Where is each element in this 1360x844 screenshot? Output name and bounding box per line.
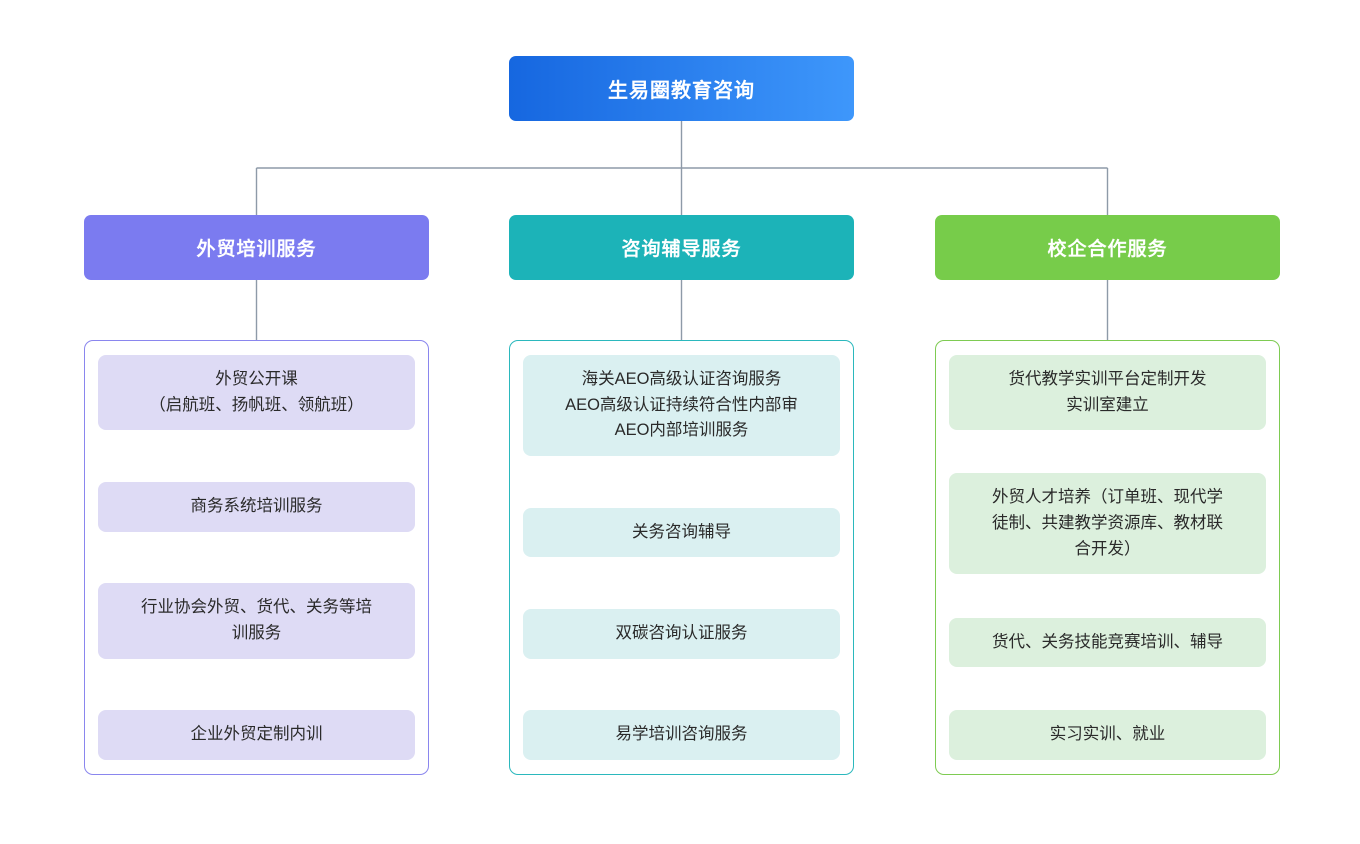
service-card-text: 海关AEO高级认证咨询服务 AEO高级认证持续符合性内部审 AEO内部培训服务	[537, 367, 826, 444]
service-card-text: 行业协会外贸、货代、关务等培训服务	[112, 595, 401, 646]
service-card[interactable]: 易学培训咨询服务	[523, 710, 840, 760]
service-card[interactable]: 行业协会外贸、货代、关务等培训服务	[98, 583, 415, 659]
service-card-line: 易学培训咨询服务	[615, 725, 748, 744]
service-card-line: 训服务	[231, 624, 282, 642]
service-card-line: 双碳咨询认证服务	[615, 624, 748, 642]
service-card-line: 关务咨询辅导	[632, 522, 731, 541]
branch-header-consulting-tutoring[interactable]: 咨询辅导服务	[509, 215, 854, 280]
branch-column-foreign-trade-training: 外贸培训服务外贸公开课 （启航班、扬帆班、领航班） 商务系统培训服务行业协会外贸、货…	[84, 215, 429, 775]
branch-body-foreign-trade-training: 外贸公开课 （启航班、扬帆班、领航班） 商务系统培训服务行业协会外贸、货代、关务等培…	[84, 340, 429, 775]
service-card-text: 实习实训、就业	[963, 722, 1252, 748]
service-card-line: 行业协会外贸、货代、关务等培	[141, 598, 372, 617]
service-card-text: 货代、关务技能竞赛培训、辅导	[963, 630, 1252, 656]
branch-column-school-enterprise-cooperation: 校企合作服务货代教学实训平台定制开发实训室建立外贸人才培养（订单班、现代学徒制、…	[935, 215, 1280, 775]
service-card-line: AEO高级认证持续符合性内部审	[565, 395, 798, 414]
service-card-line: （启航班、扬帆班、领航班）	[149, 395, 364, 414]
service-card-text: 外贸公开课 （启航班、扬帆班、领航班）	[112, 367, 401, 418]
service-card-line: 货代、关务技能竞赛培训、辅导	[992, 632, 1223, 651]
service-card[interactable]: 关务咨询辅导	[523, 507, 840, 558]
root-node[interactable]: 生易圈教育咨询	[509, 56, 854, 121]
service-card-line: 徒制、共建教学资源库、教材联	[992, 514, 1223, 533]
service-card-text: 双碳咨询认证服务	[537, 621, 826, 647]
branch-header-label: 外贸培训服务	[196, 239, 317, 260]
service-card-line: 外贸人才培养（订单班、现代学	[992, 488, 1223, 507]
service-card-line: 实习实训、就业	[1049, 725, 1166, 744]
service-card[interactable]: 商务系统培训服务	[98, 482, 415, 532]
service-card[interactable]: 双碳咨询认证服务	[523, 609, 840, 659]
service-card-text: 易学培训咨询服务	[537, 722, 826, 748]
branch-header-label: 咨询辅导服务	[621, 239, 742, 260]
service-card-text: 关务咨询辅导	[537, 520, 826, 546]
service-card-line: 货代教学实训平台定制开发	[1008, 370, 1207, 388]
service-card-line: AEO内部培训服务	[614, 421, 749, 440]
service-card[interactable]: 外贸人才培养（订单班、现代学徒制、共建教学资源库、教材联合开发）	[949, 473, 1266, 575]
service-card-text: 商务系统培训服务	[112, 494, 401, 520]
service-card[interactable]: 货代、关务技能竞赛培训、辅导	[949, 617, 1266, 668]
service-card[interactable]: 企业外贸定制内训	[98, 710, 415, 760]
service-card[interactable]: 实习实训、就业	[949, 710, 1266, 760]
service-card-line: 商务系统培训服务	[190, 497, 323, 515]
root-node-label: 生易圈教育咨询	[608, 80, 755, 102]
branch-header-school-enterprise-cooperation[interactable]: 校企合作服务	[935, 215, 1280, 280]
service-card-line: 实训室建立	[1066, 395, 1149, 414]
branch-body-consulting-tutoring: 海关AEO高级认证咨询服务 AEO高级认证持续符合性内部审 AEO内部培训服务关务咨…	[509, 340, 854, 775]
service-card-line: 外贸公开课	[215, 370, 298, 388]
service-card-line: 企业外贸定制内训	[190, 725, 323, 744]
service-card[interactable]: 海关AEO高级认证咨询服务 AEO高级认证持续符合性内部审 AEO内部培训服务	[523, 355, 840, 456]
branch-body-school-enterprise-cooperation: 货代教学实训平台定制开发实训室建立外贸人才培养（订单班、现代学徒制、共建教学资源…	[935, 340, 1280, 775]
service-card-text: 外贸人才培养（订单班、现代学徒制、共建教学资源库、教材联合开发）	[963, 485, 1252, 562]
branch-column-consulting-tutoring: 咨询辅导服务海关AEO高级认证咨询服务 AEO高级认证持续符合性内部审 AEO内部培…	[509, 215, 854, 775]
service-card-line: 海关AEO高级认证咨询服务	[581, 370, 782, 388]
service-card-line: 合开发）	[1074, 539, 1141, 558]
service-card[interactable]: 外贸公开课 （启航班、扬帆班、领航班）	[98, 355, 415, 431]
service-card-text: 企业外贸定制内训	[112, 722, 401, 748]
service-card-text: 货代教学实训平台定制开发实训室建立	[963, 367, 1252, 418]
branch-header-foreign-trade-training[interactable]: 外贸培训服务	[84, 215, 429, 280]
branch-header-label: 校企合作服务	[1047, 239, 1168, 260]
service-card[interactable]: 货代教学实训平台定制开发实训室建立	[949, 355, 1266, 431]
